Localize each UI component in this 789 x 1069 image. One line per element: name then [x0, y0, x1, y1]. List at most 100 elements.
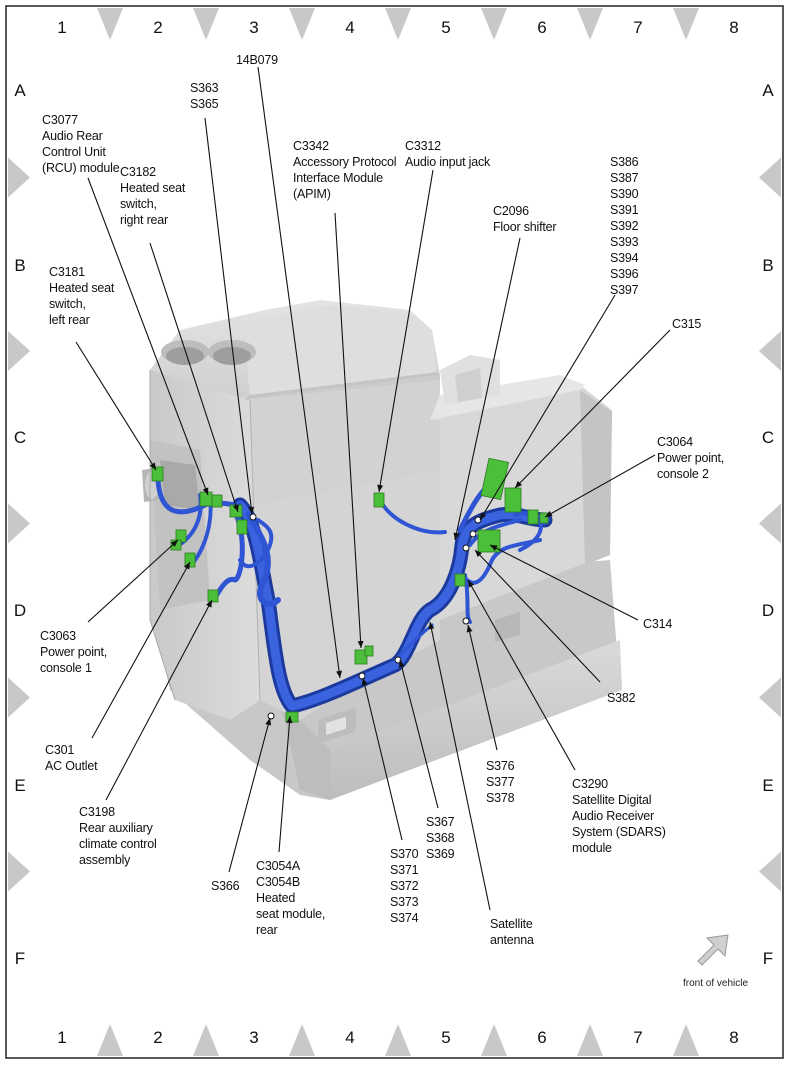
top-marker	[481, 8, 507, 40]
callout-line	[514, 329, 671, 489]
callout-line	[149, 242, 239, 513]
callout-arrowhead	[361, 678, 368, 686]
grid-row-right-D: D	[762, 601, 774, 620]
callout-arrowhead	[453, 532, 460, 540]
label-s376-s378: S376 S377 S378	[486, 759, 515, 805]
grid-row-right-C: C	[762, 428, 774, 447]
grid-col-bottom-2: 2	[153, 1028, 162, 1047]
callout-arrowhead	[357, 640, 364, 648]
label-s386-s397: S386 S387 S390 S391 S392 S393 S394 S396 …	[610, 155, 639, 297]
top-marker	[97, 8, 123, 40]
label-14b079: 14B079	[236, 53, 278, 67]
callout-line	[105, 599, 213, 801]
top-marker	[289, 8, 315, 40]
callout-arrowhead	[248, 506, 255, 514]
callout-line	[489, 544, 639, 621]
left-marker	[8, 503, 30, 544]
callout-arrowhead	[475, 550, 482, 558]
splice-markers	[249, 513, 482, 720]
label-c315: C315	[672, 317, 702, 331]
grid-col-bottom-6: 6	[537, 1028, 546, 1047]
label-c3312: C3312 Audio input jack	[405, 139, 491, 169]
label-s370-s374: S370 S371 S372 S373 S374	[390, 847, 419, 925]
grid-row-left-E: E	[14, 776, 25, 795]
grid-col-bottom-5: 5	[441, 1028, 450, 1047]
top-marker	[385, 8, 411, 40]
label-c3182: C3182 Heated seat switch, right rear	[120, 165, 186, 227]
bottom-marker	[577, 1024, 603, 1056]
right-marker	[759, 677, 781, 718]
callout-line	[257, 66, 341, 679]
grid-row-left-C: C	[14, 428, 26, 447]
label-c3063: C3063 Power point, console 1	[40, 629, 108, 675]
grid-col-bottom-7: 7	[633, 1028, 642, 1047]
callout-line	[334, 212, 362, 649]
label-c3181: C3181 Heated seat switch, left rear	[49, 265, 115, 327]
callout-line	[91, 561, 191, 739]
callout-line	[479, 294, 616, 521]
grid-col-top-4: 4	[345, 18, 354, 37]
label-c3342: C3342 Accessory Protocol Interface Modul…	[293, 139, 397, 201]
callout-arrowhead	[170, 540, 178, 547]
front-of-vehicle-caption: front of vehicle	[683, 978, 749, 989]
right-marker	[759, 851, 781, 892]
callout-arrowhead	[545, 510, 553, 517]
callout-arrowhead	[377, 484, 384, 492]
callout-arrowhead	[428, 622, 435, 630]
left-marker	[8, 677, 30, 718]
grid-col-bottom-3: 3	[249, 1028, 258, 1047]
callout-line	[87, 177, 209, 496]
callout-leader-lines	[75, 66, 671, 911]
callout-line	[204, 117, 253, 515]
callout-line	[467, 579, 576, 771]
label-satellite-antenna: Satellite antenna	[490, 917, 534, 947]
bottom-marker	[481, 1024, 507, 1056]
grid-col-top-2: 2	[153, 18, 162, 37]
callout-arrowhead	[515, 480, 523, 488]
label-s366: S366	[211, 879, 240, 893]
grid-row-right-F: F	[763, 949, 773, 968]
label-c314: C314	[643, 617, 673, 631]
grid-col-bottom-1: 1	[57, 1028, 66, 1047]
grid-col-bottom-4: 4	[345, 1028, 354, 1047]
callout-line	[474, 549, 601, 683]
right-marker	[759, 157, 781, 198]
callout-line	[399, 659, 439, 809]
grid-col-top-5: 5	[441, 18, 450, 37]
callout-arrowhead	[183, 562, 190, 570]
bottom-marker	[193, 1024, 219, 1056]
right-marker	[759, 331, 781, 371]
front-arrow-icon	[697, 934, 729, 966]
center-console-illustration	[142, 300, 622, 800]
diagram-frame	[5, 5, 784, 1059]
callout-arrowhead	[232, 504, 239, 512]
label-s382: S382	[607, 691, 636, 705]
grid-border-markers	[8, 8, 781, 1056]
label-c301: C301 AC Outlet	[45, 743, 98, 773]
label-c3054: C3054A C3054B Heated seat module, rear	[256, 859, 326, 937]
callout-line	[362, 677, 403, 841]
callout-line	[228, 717, 271, 873]
top-marker	[577, 8, 603, 40]
callout-line	[429, 621, 491, 911]
callout-arrowhead	[466, 625, 473, 633]
callout-arrowhead	[206, 600, 212, 608]
bottom-marker	[289, 1024, 315, 1056]
label-s363-s365: S363 S365	[190, 81, 219, 111]
grid-col-top-3: 3	[249, 18, 258, 37]
callout-arrowhead	[480, 512, 487, 520]
callout-arrowhead	[202, 487, 209, 495]
grid-col-bottom-8: 8	[729, 1028, 738, 1047]
label-c3198: C3198 Rear auxiliary climate control ass…	[79, 805, 157, 867]
bottom-marker	[673, 1024, 699, 1056]
label-c3064: C3064 Power point, console 2	[657, 435, 725, 481]
top-marker	[193, 8, 219, 40]
callout-line	[75, 341, 157, 471]
callout-line	[378, 169, 434, 493]
label-c2096: C2096 Floor shifter	[493, 204, 557, 234]
grid-col-top-8: 8	[729, 18, 738, 37]
grid-row-left-A: A	[14, 81, 26, 100]
callout-line	[278, 715, 291, 853]
